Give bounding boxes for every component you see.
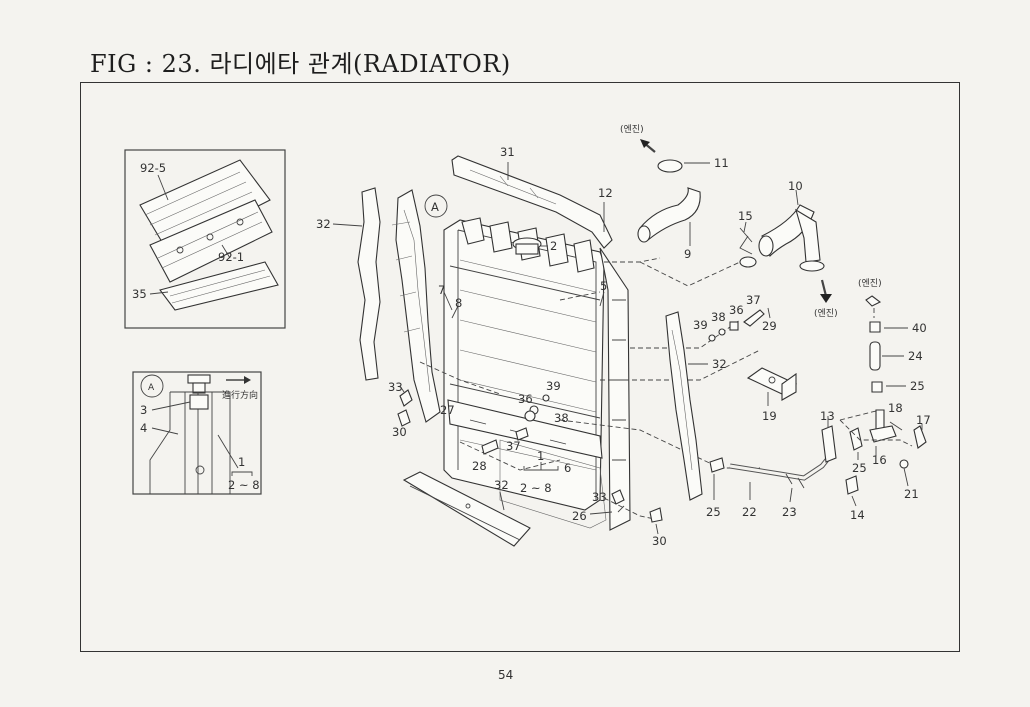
marker-a-circle (424, 194, 448, 218)
fastener-group-left (397, 385, 413, 427)
callout-18: 18 (888, 401, 903, 415)
callout-10: 10 (788, 179, 803, 193)
bracket-19 (746, 367, 798, 406)
callout-23: 23 (782, 505, 797, 519)
upper-hose: (엔진) (620, 124, 710, 246)
callout-30-lower: 30 (652, 534, 667, 548)
fastener-group-right (708, 307, 771, 342)
lower-hose: (엔진) (739, 189, 838, 319)
callout-36-right: 36 (729, 303, 744, 317)
callout-16: 16 (872, 453, 887, 467)
reservoir-fittings: (엔진) (839, 278, 927, 487)
callout-a-1: 1 (238, 455, 245, 469)
callout-14: 14 (850, 508, 865, 522)
callout-a-4: 4 (140, 421, 147, 435)
callout-13: 13 (820, 409, 835, 423)
top-support-bracket (451, 155, 613, 249)
drain-hose-assembly (709, 409, 881, 507)
callout-92-5: 92-5 (140, 161, 166, 175)
callout-21: 21 (904, 487, 919, 501)
detail-a-letter: A (148, 383, 155, 393)
callout-9: 9 (684, 247, 691, 261)
callout-29: 29 (762, 319, 777, 333)
core-bracket-labels (523, 462, 559, 471)
bottom-plate (402, 471, 531, 547)
callout-40: 40 (912, 321, 927, 335)
callout-a-2-8: 2 ~ 8 (228, 478, 260, 492)
callout-28: 28 (472, 459, 487, 473)
engine-label-upper: (엔진) (620, 124, 644, 135)
detail-a-circle (140, 374, 164, 398)
callout-15: 15 (738, 209, 753, 223)
callout-35: 35 (132, 287, 147, 301)
callout-32-left: 32 (316, 217, 331, 231)
callout-30-left: 30 (392, 425, 407, 439)
callout-5: 5 (600, 279, 607, 293)
callout-7: 7 (438, 283, 445, 297)
callout-22: 22 (742, 505, 757, 519)
callout-2: 2 (550, 239, 557, 253)
page-number: 54 (498, 668, 514, 682)
engine-label-lower: (엔진) (814, 308, 838, 319)
left-shroud (332, 187, 441, 423)
direction-note: 進行方向 (222, 389, 258, 401)
inset-grille-detail (124, 149, 286, 329)
callout-1: 1 (537, 449, 544, 463)
hose-clamp (657, 159, 683, 173)
callout-33-left: 33 (388, 380, 403, 394)
callout-25-center: 25 (852, 461, 867, 475)
callout-27: 27 (440, 403, 455, 417)
marker-a-letter: A (431, 200, 439, 214)
callout-38-center: 38 (554, 411, 569, 425)
callout-36-center: 36 (518, 392, 533, 406)
callout-39-center: 39 (546, 379, 561, 393)
radiator-core (419, 194, 761, 531)
fastener-group-center (481, 394, 550, 455)
callout-32-bottom: 32 (494, 478, 509, 492)
callout-39-right: 39 (693, 318, 708, 332)
callout-25-right: 25 (910, 379, 925, 393)
callout-24: 24 (908, 349, 923, 363)
callout-17: 17 (916, 413, 931, 427)
fastener-group-lower (589, 489, 663, 535)
callout-37-right: 37 (746, 293, 761, 307)
callout-26: 26 (572, 509, 587, 523)
callout-38-right: 38 (711, 310, 726, 324)
callout-33-lower: 33 (592, 490, 607, 504)
callout-25-lower: 25 (706, 505, 721, 519)
callout-a-3: 3 (140, 403, 147, 417)
figure-title: FIG : 23. 라디에타 관계(RADIATOR) (90, 50, 511, 78)
callout-31: 31 (500, 145, 515, 159)
callout-8: 8 (455, 296, 462, 310)
callout-11: 11 (714, 156, 729, 170)
engine-label-right: (엔진) (858, 278, 882, 289)
diagram-frame (80, 82, 960, 652)
callout-2-8: 2 ~ 8 (520, 481, 552, 495)
callout-92-1: 92-1 (218, 250, 244, 264)
callout-12: 12 (598, 186, 613, 200)
callout-32-right: 32 (712, 357, 727, 371)
callout-6: 6 (564, 461, 571, 475)
callout-19: 19 (762, 409, 777, 423)
inset-detail-a (132, 371, 262, 495)
right-shroud (665, 311, 708, 501)
callout-37-center: 37 (506, 439, 521, 453)
